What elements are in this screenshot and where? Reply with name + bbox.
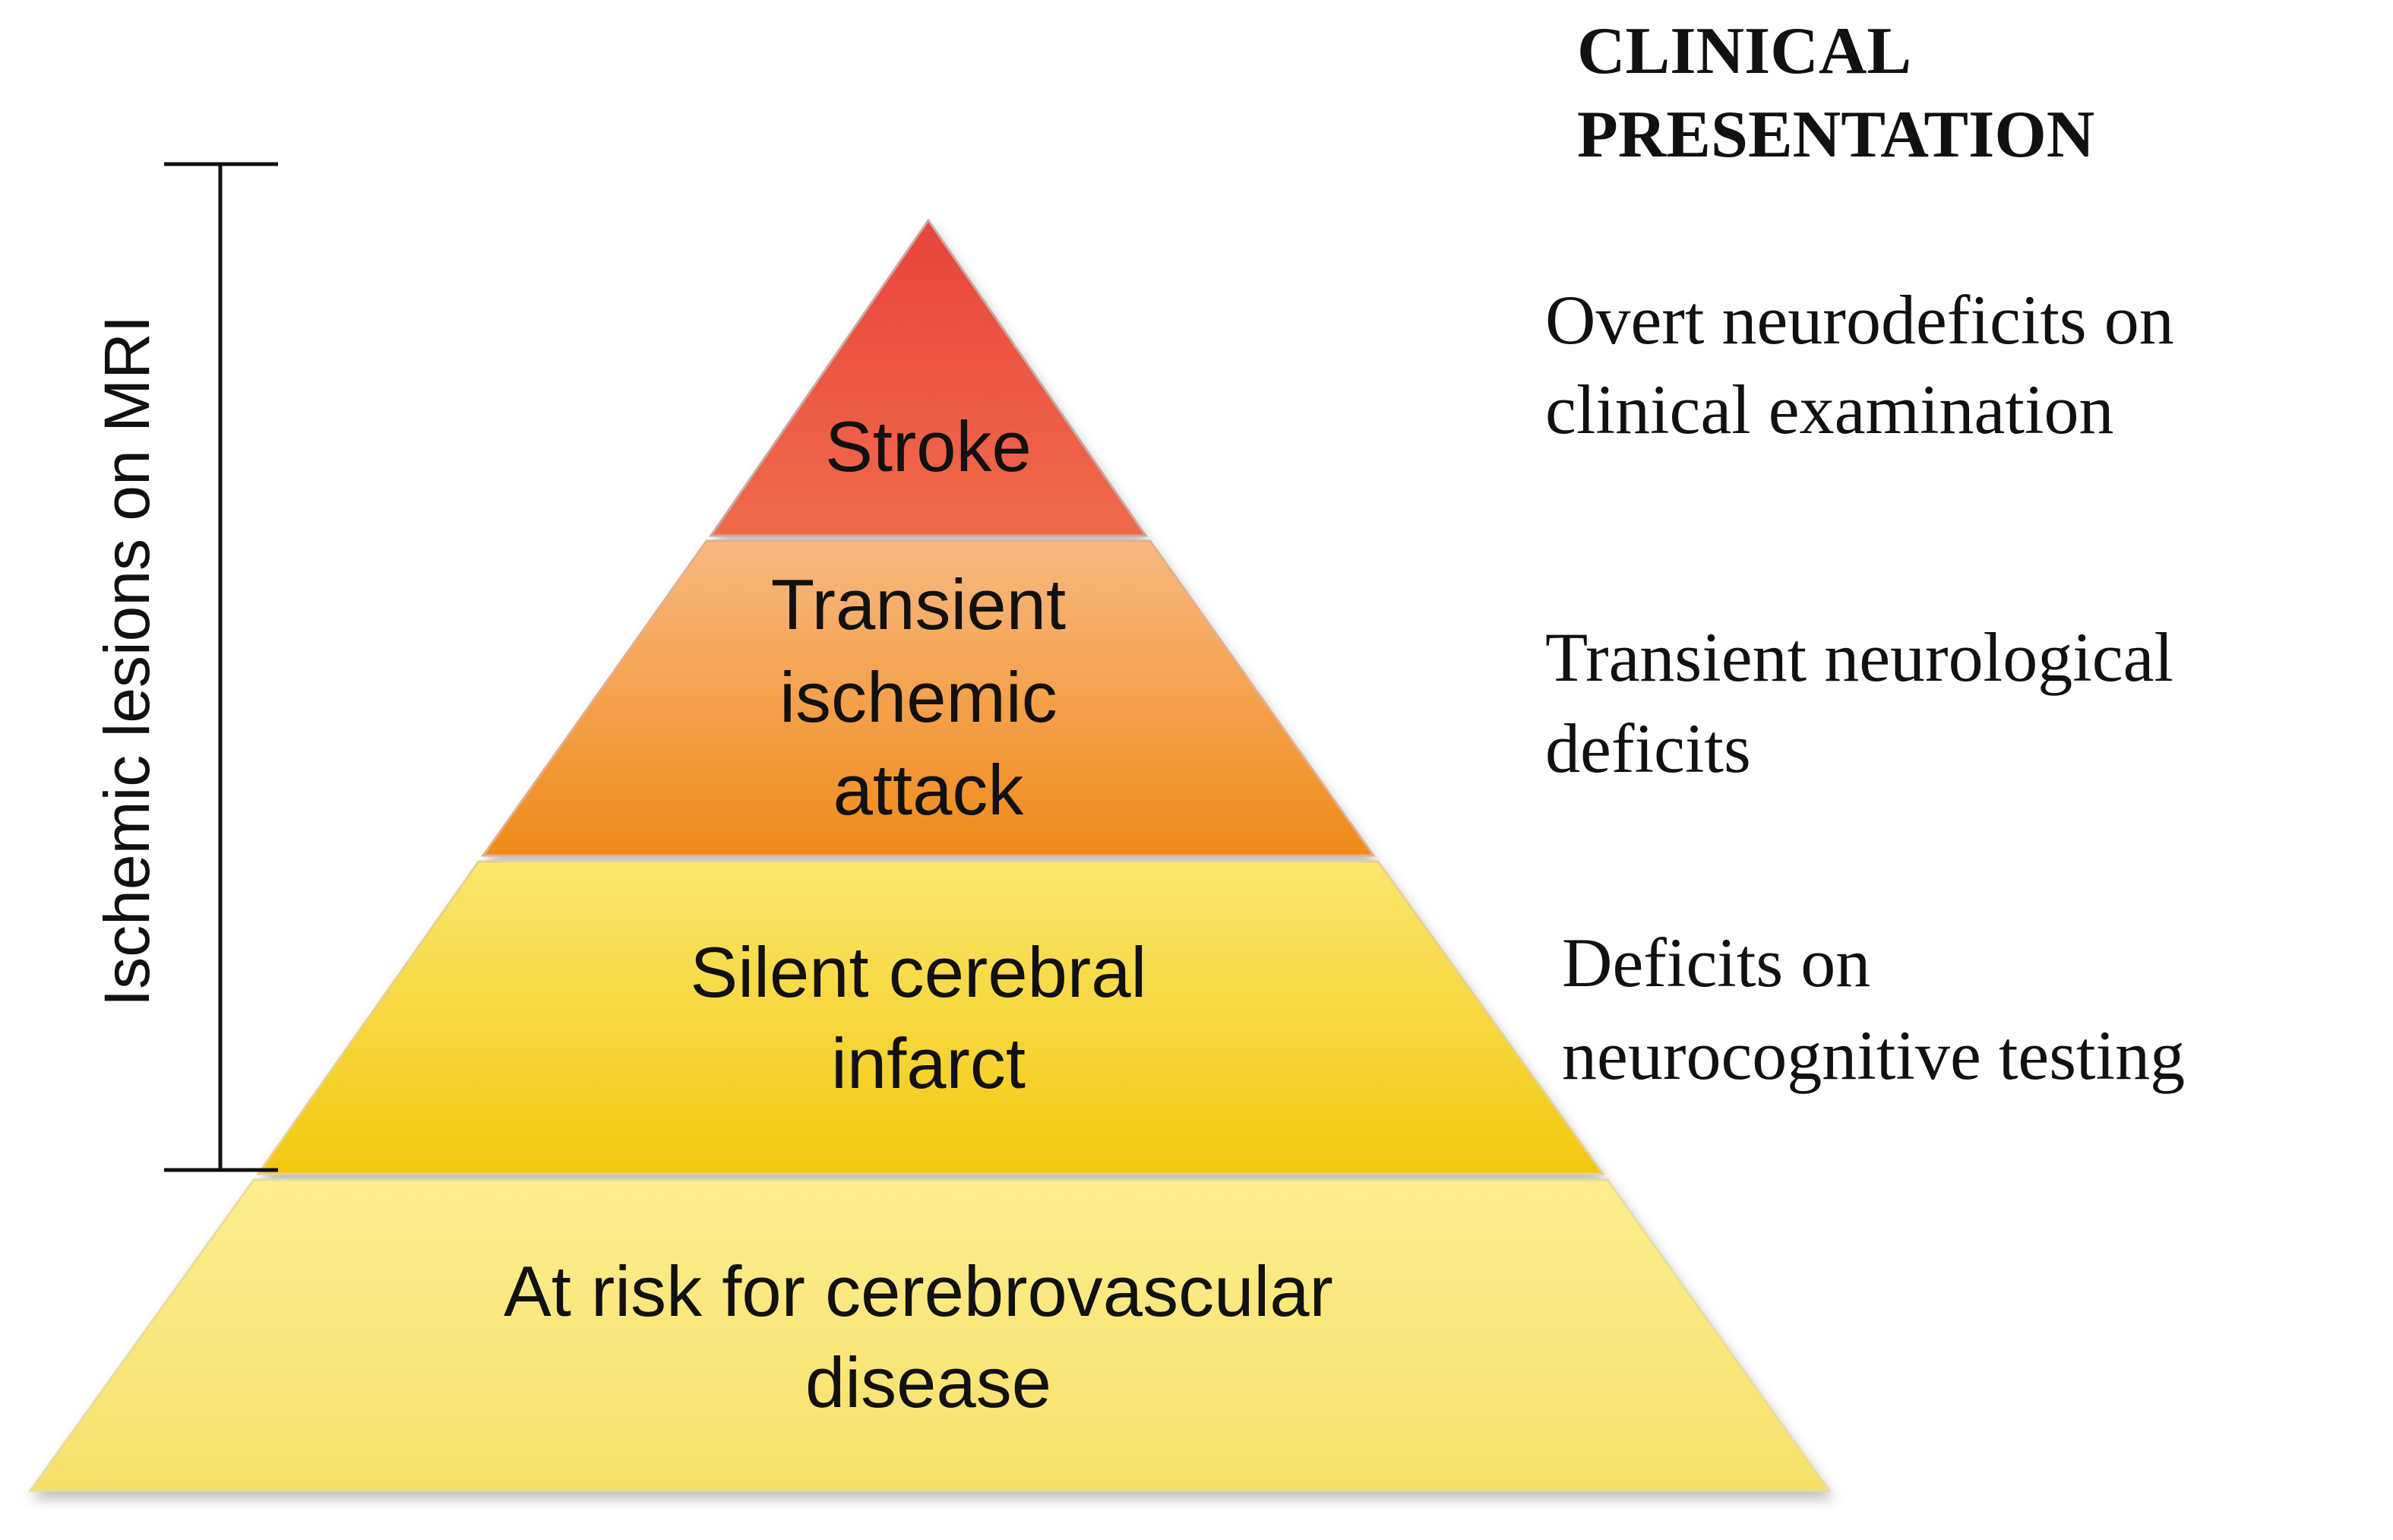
clinical-presentation-heading: CLINICAL PRESENTATION <box>1577 14 2094 172</box>
tier-at-risk <box>28 1178 1832 1492</box>
tier-label-silent-cerebral-infarct: Silent cerebral infarct <box>691 932 1167 1103</box>
tier-label-at-risk: At risk for cerebrovascular disease <box>504 1251 1353 1422</box>
tier-label-line: ischemic <box>779 657 1057 737</box>
tier-label-line: Silent cerebral <box>691 932 1147 1012</box>
tier-label-line: disease <box>805 1342 1051 1422</box>
heading-line: PRESENTATION <box>1577 98 2094 172</box>
presentation-line: deficits <box>1545 710 1751 787</box>
tier-label-transient-ischemic-attack: Transient ischemic attack <box>771 564 1086 830</box>
tier-label-line: infarct <box>831 1023 1026 1103</box>
tier-stroke <box>709 218 1148 537</box>
heading-line: CLINICAL <box>1577 14 1908 88</box>
tier-transient-ischemic-attack <box>481 539 1376 857</box>
presentation-tia: Transient neurological deficits <box>1545 618 2191 787</box>
tier-label-stroke: Stroke <box>825 406 1032 486</box>
bracket-label: Ischemic lesions on MRI <box>91 315 163 1007</box>
tier-silent-cerebral-infarct <box>256 860 1605 1175</box>
tier-label-line: Transient <box>771 564 1066 644</box>
presentation-line: Overt neurodeficits on <box>1545 281 2174 359</box>
presentation-silent-infarct: Deficits on neurocognitive testing <box>1562 924 2185 1094</box>
presentation-line: neurocognitive testing <box>1562 1017 2185 1094</box>
tier-label-line: attack <box>833 750 1025 830</box>
presentation-line: Transient neurological <box>1545 618 2173 696</box>
presentation-line: Deficits on <box>1562 924 1870 1001</box>
tier-label-line: Stroke <box>825 406 1032 486</box>
pyramid <box>28 218 1832 1492</box>
mri-bracket <box>164 162 278 1172</box>
presentation-stroke: Overt neurodeficits on clinical examinat… <box>1545 281 2192 448</box>
tier-label-line: At risk for cerebrovascular <box>504 1251 1333 1331</box>
presentation-line: clinical examination <box>1545 371 2114 448</box>
